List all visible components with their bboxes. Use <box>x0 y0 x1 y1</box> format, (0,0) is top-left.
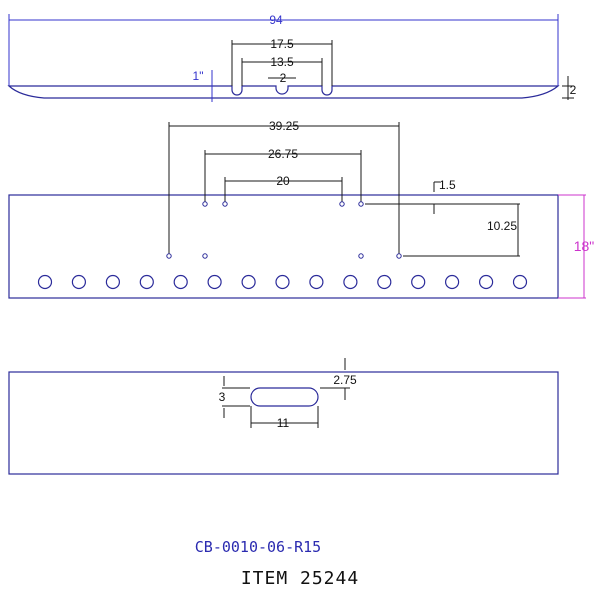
bottom-view: 2.75 3 11 <box>8 358 559 475</box>
light-hole <box>512 274 528 290</box>
light-hole <box>343 274 358 290</box>
light-hole <box>37 274 53 290</box>
light-hole <box>207 274 222 290</box>
part-number: CB-0010-06-R15 <box>195 538 321 556</box>
light-hole <box>71 274 87 290</box>
mounting-hole <box>358 201 364 207</box>
mounting-hole <box>202 201 208 207</box>
dim-mid-label: 26.75 <box>268 147 298 161</box>
center-gap-label: 2 <box>280 71 287 85</box>
light-hole <box>411 274 426 290</box>
mounting-hole <box>222 201 228 207</box>
light-hole <box>445 274 460 290</box>
light-hole <box>377 274 392 290</box>
height-to-hole-label: 10.25 <box>487 219 517 233</box>
top-view-outline <box>7 85 560 99</box>
light-hole-row <box>37 274 528 290</box>
dim-inner-label: 20 <box>276 174 290 188</box>
slot-length-label: 11 <box>277 416 290 430</box>
light-hole <box>275 274 290 290</box>
item-number: ITEM 25244 <box>241 568 359 589</box>
light-hole <box>309 274 324 290</box>
light-hole <box>105 274 121 290</box>
light-hole <box>139 274 154 290</box>
panel-height-label: 18" <box>574 238 595 254</box>
top-view: 94 17.5 13.5 2 1" 2 <box>7 13 577 102</box>
mounting-hole <box>202 253 208 259</box>
mounting-hole <box>358 253 364 259</box>
mounting-hole <box>396 253 402 259</box>
slot-outer-label: 17.5 <box>270 37 294 51</box>
hole-offset-label: 1.5 <box>439 178 456 192</box>
dim-outer-label: 39.25 <box>269 119 299 133</box>
light-hole <box>173 274 188 290</box>
thickness-label: 2 <box>570 83 577 97</box>
mounting-hole <box>166 253 172 259</box>
front-panel-outline <box>8 194 559 299</box>
edge-label: 1" <box>193 69 204 83</box>
slot-inner-label: 13.5 <box>270 55 294 69</box>
bottom-panel-outline <box>8 371 559 475</box>
slot-offset-label: 2.75 <box>333 373 357 387</box>
slot-height-label: 3 <box>219 390 226 404</box>
light-hole <box>241 274 256 290</box>
mounting-hole <box>339 201 345 207</box>
overall-length-label: 94 <box>269 13 283 27</box>
front-view: 39.25 26.75 20 1.5 10.25 18" <box>8 119 595 299</box>
slot-cutout <box>250 387 319 407</box>
light-hole <box>479 274 494 290</box>
